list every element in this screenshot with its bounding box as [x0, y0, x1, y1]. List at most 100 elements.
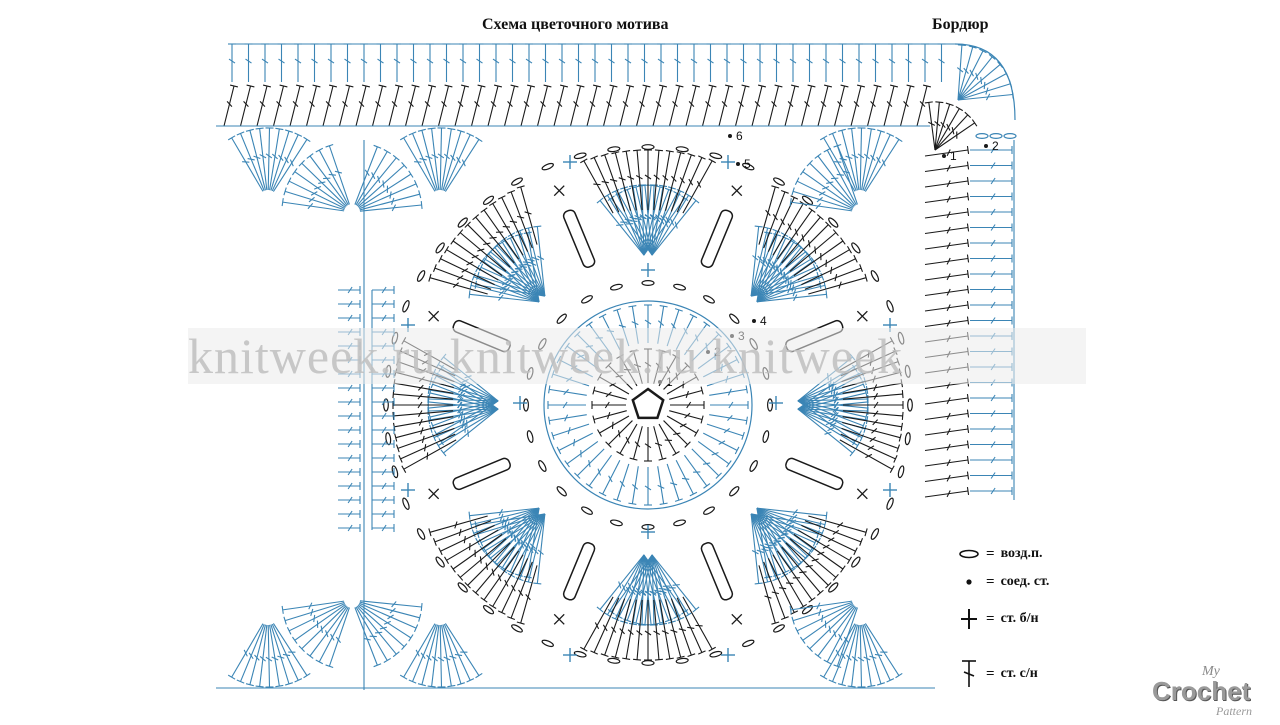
- top-border-stitch: [587, 86, 597, 126]
- stitch-slash: [871, 155, 876, 161]
- top-border-stitch: [571, 86, 581, 126]
- stitch-slash: [778, 538, 785, 539]
- round3-chain: [556, 313, 568, 325]
- stitch-slash: [837, 174, 844, 175]
- stitch-slash: [321, 626, 322, 633]
- outer-chain: [511, 177, 524, 187]
- top-border-stitch: [637, 86, 647, 126]
- stitch-top-bar: [967, 177, 968, 185]
- corner-fan-stitch: [359, 604, 411, 638]
- round1-stitch: [669, 391, 702, 400]
- outer-fan-stitch: [468, 543, 510, 585]
- stitch-top-bar: [421, 603, 422, 611]
- stitch-top-bar: [444, 557, 448, 564]
- legend-label-double-crochet: ст. с/н: [1001, 666, 1038, 682]
- stitch-top-bar: [436, 442, 440, 449]
- stitch-top-bar: [565, 461, 570, 467]
- round3-chain: [762, 430, 770, 443]
- top-border-stitch: [505, 86, 515, 126]
- stitch-slash: [773, 214, 777, 220]
- legend-equals: =: [986, 574, 995, 591]
- stitch-top-bar: [956, 107, 963, 111]
- outer-fan-stitch: [584, 597, 613, 649]
- outer-chain: [541, 639, 554, 648]
- stitch-top-bar: [826, 512, 827, 520]
- stitch-top-bar: [896, 137, 903, 141]
- stitch-slash: [682, 478, 689, 479]
- row-number: 2: [992, 139, 999, 153]
- stitch-top-bar: [307, 154, 313, 159]
- stitch-slash: [616, 225, 623, 226]
- stitch-top-bar: [666, 151, 674, 152]
- round3-chain: [749, 460, 759, 473]
- right-border-stitch: [925, 274, 968, 280]
- stitch-slash: [712, 452, 719, 455]
- stitch-top-bar: [685, 193, 692, 197]
- stitch-top-bar: [727, 461, 732, 467]
- stitch-top-bar: [967, 208, 968, 216]
- logo-sub: Pattern: [1216, 704, 1252, 719]
- round3-chain: [703, 506, 716, 516]
- outer-fan-stitch: [786, 225, 828, 267]
- stitch-top-bar: [890, 466, 894, 473]
- corner-fan-stitch: [833, 624, 857, 681]
- round2-stitch: [703, 433, 737, 450]
- round1-stitch: [654, 426, 663, 459]
- round2-stitch: [603, 460, 620, 494]
- stitch-top-bar: [693, 198, 699, 203]
- corner-fan-stitch: [860, 625, 861, 687]
- stitch-top-bar: [393, 652, 399, 657]
- stitch-top-bar: [659, 623, 667, 624]
- top-border-stitch: [439, 86, 449, 126]
- corner-fan-stitch: [359, 603, 416, 628]
- top-border-stitch: [554, 86, 564, 126]
- stitch-slash: [976, 73, 978, 80]
- right-border-stitch: [925, 476, 968, 482]
- stitch-slash: [420, 159, 427, 160]
- top-border-stitch: [538, 86, 548, 126]
- outer-fan-stitch: [584, 161, 613, 213]
- stitch-slash: [279, 155, 284, 161]
- border-chain: [990, 134, 1002, 139]
- legend-chain: = возд.п.: [958, 542, 1043, 566]
- outer-fan-stitch: [430, 516, 488, 532]
- right-border-stitch: [925, 228, 968, 234]
- outer-chain: [457, 582, 469, 594]
- row-number: 5: [744, 157, 751, 171]
- top-border-stitch: [373, 86, 383, 126]
- stitch-top-bar: [316, 148, 323, 152]
- corner-fan-stitch: [440, 625, 441, 687]
- stitch-slash: [248, 159, 255, 160]
- stitch-top-bar: [629, 623, 637, 624]
- round3-chain: [673, 519, 686, 527]
- stitch-slash: [870, 437, 876, 441]
- stitch-top-bar: [586, 484, 592, 489]
- row-number: 1: [950, 149, 957, 163]
- stitch-top-bar: [421, 201, 422, 209]
- double-crochet-symbol-icon: [958, 660, 980, 688]
- outer-chain: [416, 528, 426, 541]
- stitch-top-bar: [824, 660, 831, 664]
- corner-fan-stitch: [440, 128, 441, 190]
- stitch-slash: [309, 197, 315, 202]
- stitch-top-bar: [428, 686, 436, 687]
- stitch-slash: [611, 627, 615, 633]
- stitch-slash: [619, 430, 620, 437]
- outer-chain: [886, 497, 895, 510]
- stitch-top-bar: [820, 521, 821, 529]
- stitch-top-bar: [557, 447, 561, 454]
- top-border-stitch: [472, 86, 482, 126]
- stitch-slash: [425, 444, 426, 451]
- outer-chain: [905, 432, 911, 444]
- round3-chain: [581, 294, 594, 304]
- round2-stitch: [709, 389, 747, 395]
- top-border-stitch: [670, 86, 680, 126]
- legend-double-crochet: = ст. с/н: [958, 660, 1038, 688]
- round3-chain: [768, 399, 773, 411]
- top-border-stitch: [604, 86, 614, 126]
- stitch-top-bar: [1004, 70, 1008, 77]
- round1-stitch: [600, 416, 629, 433]
- stitch-top-bar: [826, 290, 827, 298]
- corner-fan-stitch: [862, 129, 872, 190]
- stitch-top-bar: [735, 447, 739, 454]
